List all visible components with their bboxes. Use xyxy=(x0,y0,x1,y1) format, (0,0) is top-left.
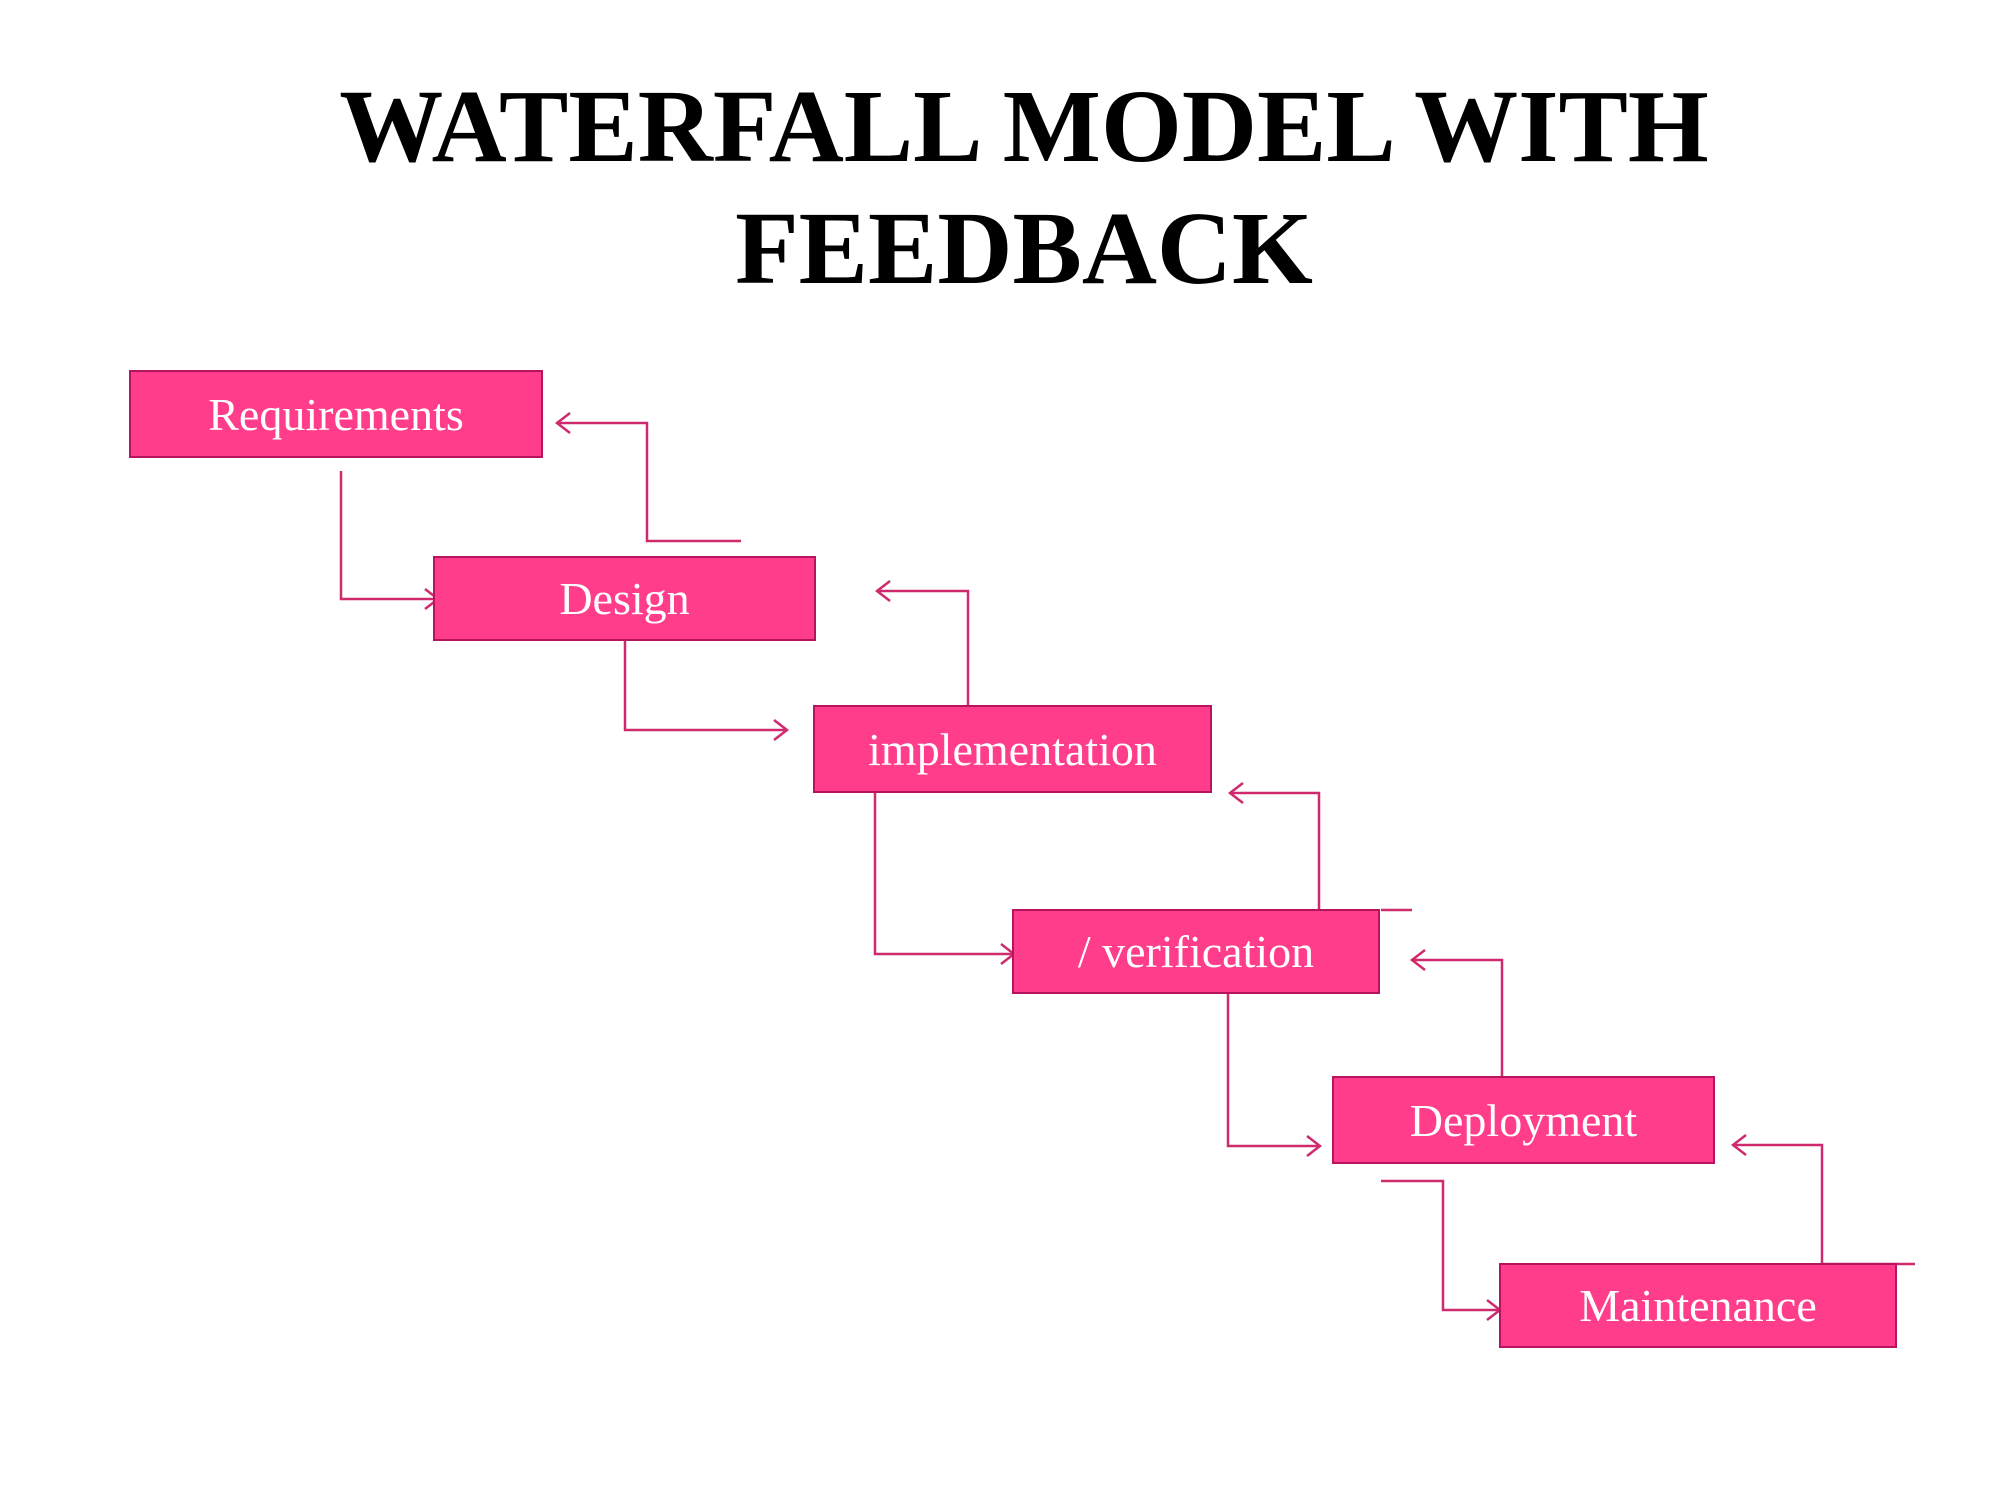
stage-verification: / verification xyxy=(1012,909,1380,994)
arrowhead xyxy=(1730,1134,1747,1156)
arrow-verification-to-deployment xyxy=(1226,993,1319,1148)
feedback-verification-to-implementation xyxy=(1231,791,1321,909)
title-line-2: FEEDBACK xyxy=(735,191,1313,306)
arrow-deployment-to-maintenance xyxy=(1381,1179,1499,1312)
arrow-implementation-to-verification xyxy=(873,793,1013,956)
arrow-requirements-to-design xyxy=(339,471,437,601)
arrowhead xyxy=(874,580,891,602)
stage-implementation: implementation xyxy=(813,705,1212,793)
stage-label: Deployment xyxy=(1409,1094,1638,1146)
stage-label: Design xyxy=(559,573,690,624)
stage-maintenance: Maintenance xyxy=(1499,1263,1897,1348)
stage-requirements: Requirements xyxy=(129,370,543,458)
arrowhead xyxy=(1409,949,1426,971)
stage-label: Maintenance xyxy=(1579,1280,1817,1331)
arrow-design-to-implementation xyxy=(623,641,786,732)
stage-label: implementation xyxy=(868,723,1157,775)
feedback-implementation-to-design xyxy=(878,589,970,705)
stage-deployment: Deployment xyxy=(1332,1076,1715,1164)
arrowhead xyxy=(554,412,571,434)
stage-design: Design xyxy=(433,556,816,641)
arrowhead xyxy=(773,719,790,741)
arrowhead xyxy=(1306,1135,1323,1157)
stage-label: Requirements xyxy=(208,388,464,440)
feedback-deployment-to-verification xyxy=(1413,958,1504,1076)
feedback-design-to-requirements xyxy=(558,421,741,543)
diagram-title: WATERFALL MODEL WITH FEEDBACK xyxy=(0,66,2000,310)
arrowhead xyxy=(1227,782,1244,804)
feedback-maintenance-to-deployment xyxy=(1734,1143,1824,1263)
title-line-1: WATERFALL MODEL WITH xyxy=(339,69,1709,184)
stage-label: / verification xyxy=(1077,926,1315,977)
